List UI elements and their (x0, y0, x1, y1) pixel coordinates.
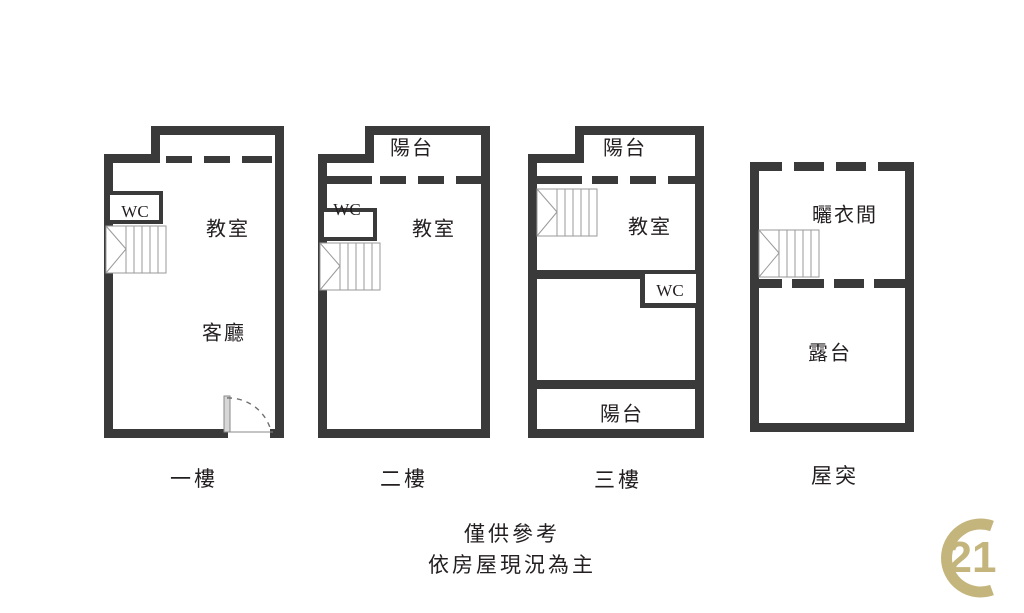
floor-roof-caption: 屋突 (811, 464, 859, 488)
floor-3-mid-divider (528, 270, 704, 279)
floor-plan-roof (750, 162, 914, 432)
floor-roof-walls (750, 162, 914, 432)
floor-2-walls (318, 126, 490, 438)
floor-3-balcony-divider-top (528, 176, 700, 184)
disclaimer: 僅供參考 依房屋現況為主 (0, 519, 1024, 581)
floor-roof-stairs (758, 229, 820, 278)
floor-3-wc-box (640, 270, 700, 308)
floor-3-wc-label: WC (656, 281, 684, 300)
floor-1-caption: 一樓 (170, 467, 218, 491)
floor-1-walls (104, 126, 284, 438)
floor-1-wc-label: WC (121, 202, 149, 221)
floor-3-stairs (536, 188, 598, 237)
floor-2-balcony-divider (318, 176, 486, 184)
floor-1-drawing (104, 126, 284, 438)
floor-roof-drawing (750, 162, 914, 432)
floor-plan-2 (318, 126, 490, 438)
floor-3-caption: 三樓 (594, 468, 642, 492)
century-21-logo-mark: 21 (941, 518, 997, 598)
floor-2-drawing (318, 126, 490, 438)
floor-1-entry-door (223, 395, 273, 433)
floor-1-wc-box (106, 191, 163, 224)
floor-3-balcony-divider-bottom (528, 380, 704, 389)
floor-roof-mid-dashed-wall (750, 279, 914, 288)
disclaimer-line-1: 僅供參考 (464, 522, 560, 546)
floor-2-wc-box (320, 208, 377, 241)
floor-3-room-label-balcony-top: 陽台 (603, 137, 647, 160)
floor-plan-3 (528, 126, 704, 438)
floor-1-stairs (105, 225, 167, 274)
floor-3-drawing (528, 126, 704, 438)
floor-2-wc-label: WC (333, 200, 361, 219)
floor-1-dashed-partition (166, 156, 272, 163)
floor-2-stairs (319, 242, 381, 291)
disclaimer-line-2: 依房屋現況為主 (428, 553, 596, 577)
floor-1-room-label-classroom: 教室 (206, 218, 250, 241)
floor-2-caption: 二樓 (380, 467, 428, 491)
floor-2-room-label-balcony: 陽台 (390, 137, 434, 160)
floor-roof-room-label-drying: 曬衣間 (812, 204, 878, 227)
logo-c-ring (941, 518, 994, 598)
floor-roof-top-dashed-wall (750, 162, 914, 171)
century-21-logo: 21 (920, 508, 1016, 608)
floor-roof-room-label-terrace: 露台 (808, 342, 852, 365)
floor-1-room-label-living: 客廳 (202, 322, 246, 345)
floor-2-room-label-classroom: 教室 (412, 218, 456, 241)
floor-3-room-label-balcony-bottom: 陽台 (600, 403, 644, 426)
floor-plan-1 (104, 126, 284, 438)
logo-number: 21 (948, 533, 997, 582)
floor-3-room-label-classroom: 教室 (628, 216, 672, 239)
